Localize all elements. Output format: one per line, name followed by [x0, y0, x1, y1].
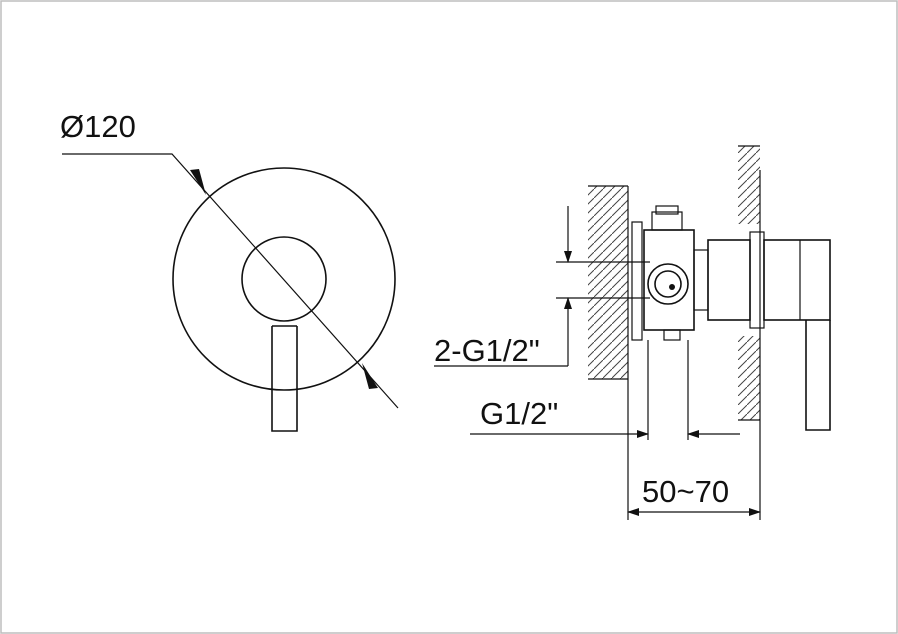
outlet-dimension: G1/2": [470, 340, 740, 440]
wall-depth-dimension: 50~70: [627, 474, 761, 516]
front-view: Ø120: [60, 109, 399, 432]
wall-hatch-right-top: [738, 145, 760, 224]
diameter-arrow-bottom: [362, 363, 378, 389]
cover-plate-circle: [172, 167, 396, 391]
lever-handle: [271, 326, 298, 432]
diameter-arrow-top: [190, 169, 206, 195]
side-view: 2-G1/2" G1/2" 50~70: [434, 145, 831, 520]
lever-side: [805, 320, 831, 431]
outlet-thread-label: G1/2": [480, 396, 558, 431]
diameter-label: Ø120: [60, 109, 136, 144]
inlet-thread-label: 2-G1/2": [434, 333, 540, 368]
diameter-leader: [62, 153, 399, 409]
handle-body-side: [763, 239, 831, 321]
cover-plate-side: [749, 231, 765, 329]
valve-body: [631, 205, 751, 341]
wall-depth-label: 50~70: [642, 474, 729, 509]
wall-hatch-right-bottom: [738, 336, 760, 421]
inlet-dimension: 2-G1/2": [434, 206, 650, 368]
wall-hatch-left: [588, 185, 629, 380]
hub-circle: [241, 236, 327, 322]
